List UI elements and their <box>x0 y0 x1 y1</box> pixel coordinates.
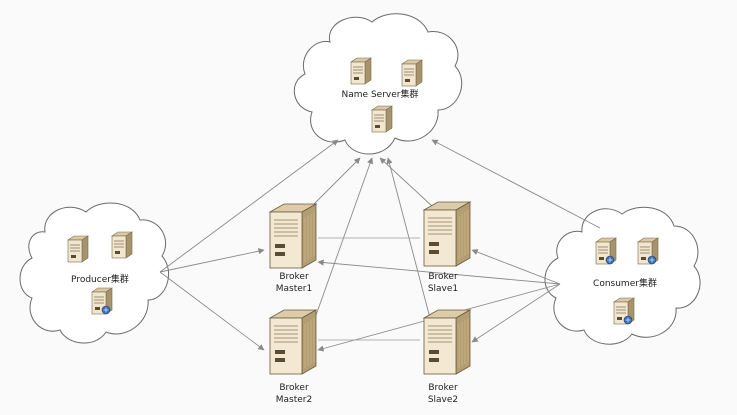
broker-master2-subtitle: Master2 <box>276 395 312 405</box>
name-server-cloud <box>293 13 463 155</box>
broker-master2-title: Broker <box>279 383 309 393</box>
server-icon <box>350 57 372 85</box>
server-icon <box>67 235 89 263</box>
broker-slave1-subtitle: Slave1 <box>428 284 458 294</box>
producer-cloud <box>19 202 170 344</box>
large-server-icon <box>423 201 471 267</box>
broker-master1-subtitle: Master1 <box>276 284 312 294</box>
arrow-producer-nameserver <box>159 139 339 273</box>
consumer-cloud <box>544 206 701 345</box>
replication-lines <box>318 237 420 341</box>
large-server-icon <box>269 203 317 269</box>
broker-slave1-title: Broker <box>428 272 458 282</box>
server-with-badge-icon <box>614 298 634 324</box>
server-with-badge-icon <box>596 238 616 264</box>
server-icon <box>401 59 423 87</box>
server-icon <box>371 105 393 133</box>
producer-label: Producer集群 <box>71 273 129 285</box>
arrow-consumer-slave1 <box>471 249 561 285</box>
name-server-label: Name Server集群 <box>342 88 419 100</box>
arrow-consumer-nameserver <box>431 139 601 229</box>
broker-slave2-subtitle: Slave2 <box>428 395 458 405</box>
large-server-icon <box>423 309 471 375</box>
server-with-badge-icon <box>92 288 112 314</box>
connection-arrows <box>159 139 601 352</box>
large-server-icon <box>269 309 317 375</box>
broker-master1-title: Broker <box>279 272 309 282</box>
arrow-consumer-master1 <box>317 259 561 285</box>
arrow-consumer-slave2 <box>471 283 561 343</box>
server-with-badge-icon <box>638 238 658 264</box>
arrow-producer-master1 <box>159 248 265 273</box>
consumer-label: Consumer集群 <box>593 277 657 289</box>
arrow-producer-master2 <box>159 271 265 351</box>
server-icon <box>111 231 133 259</box>
broker-slave2-title: Broker <box>428 383 458 393</box>
